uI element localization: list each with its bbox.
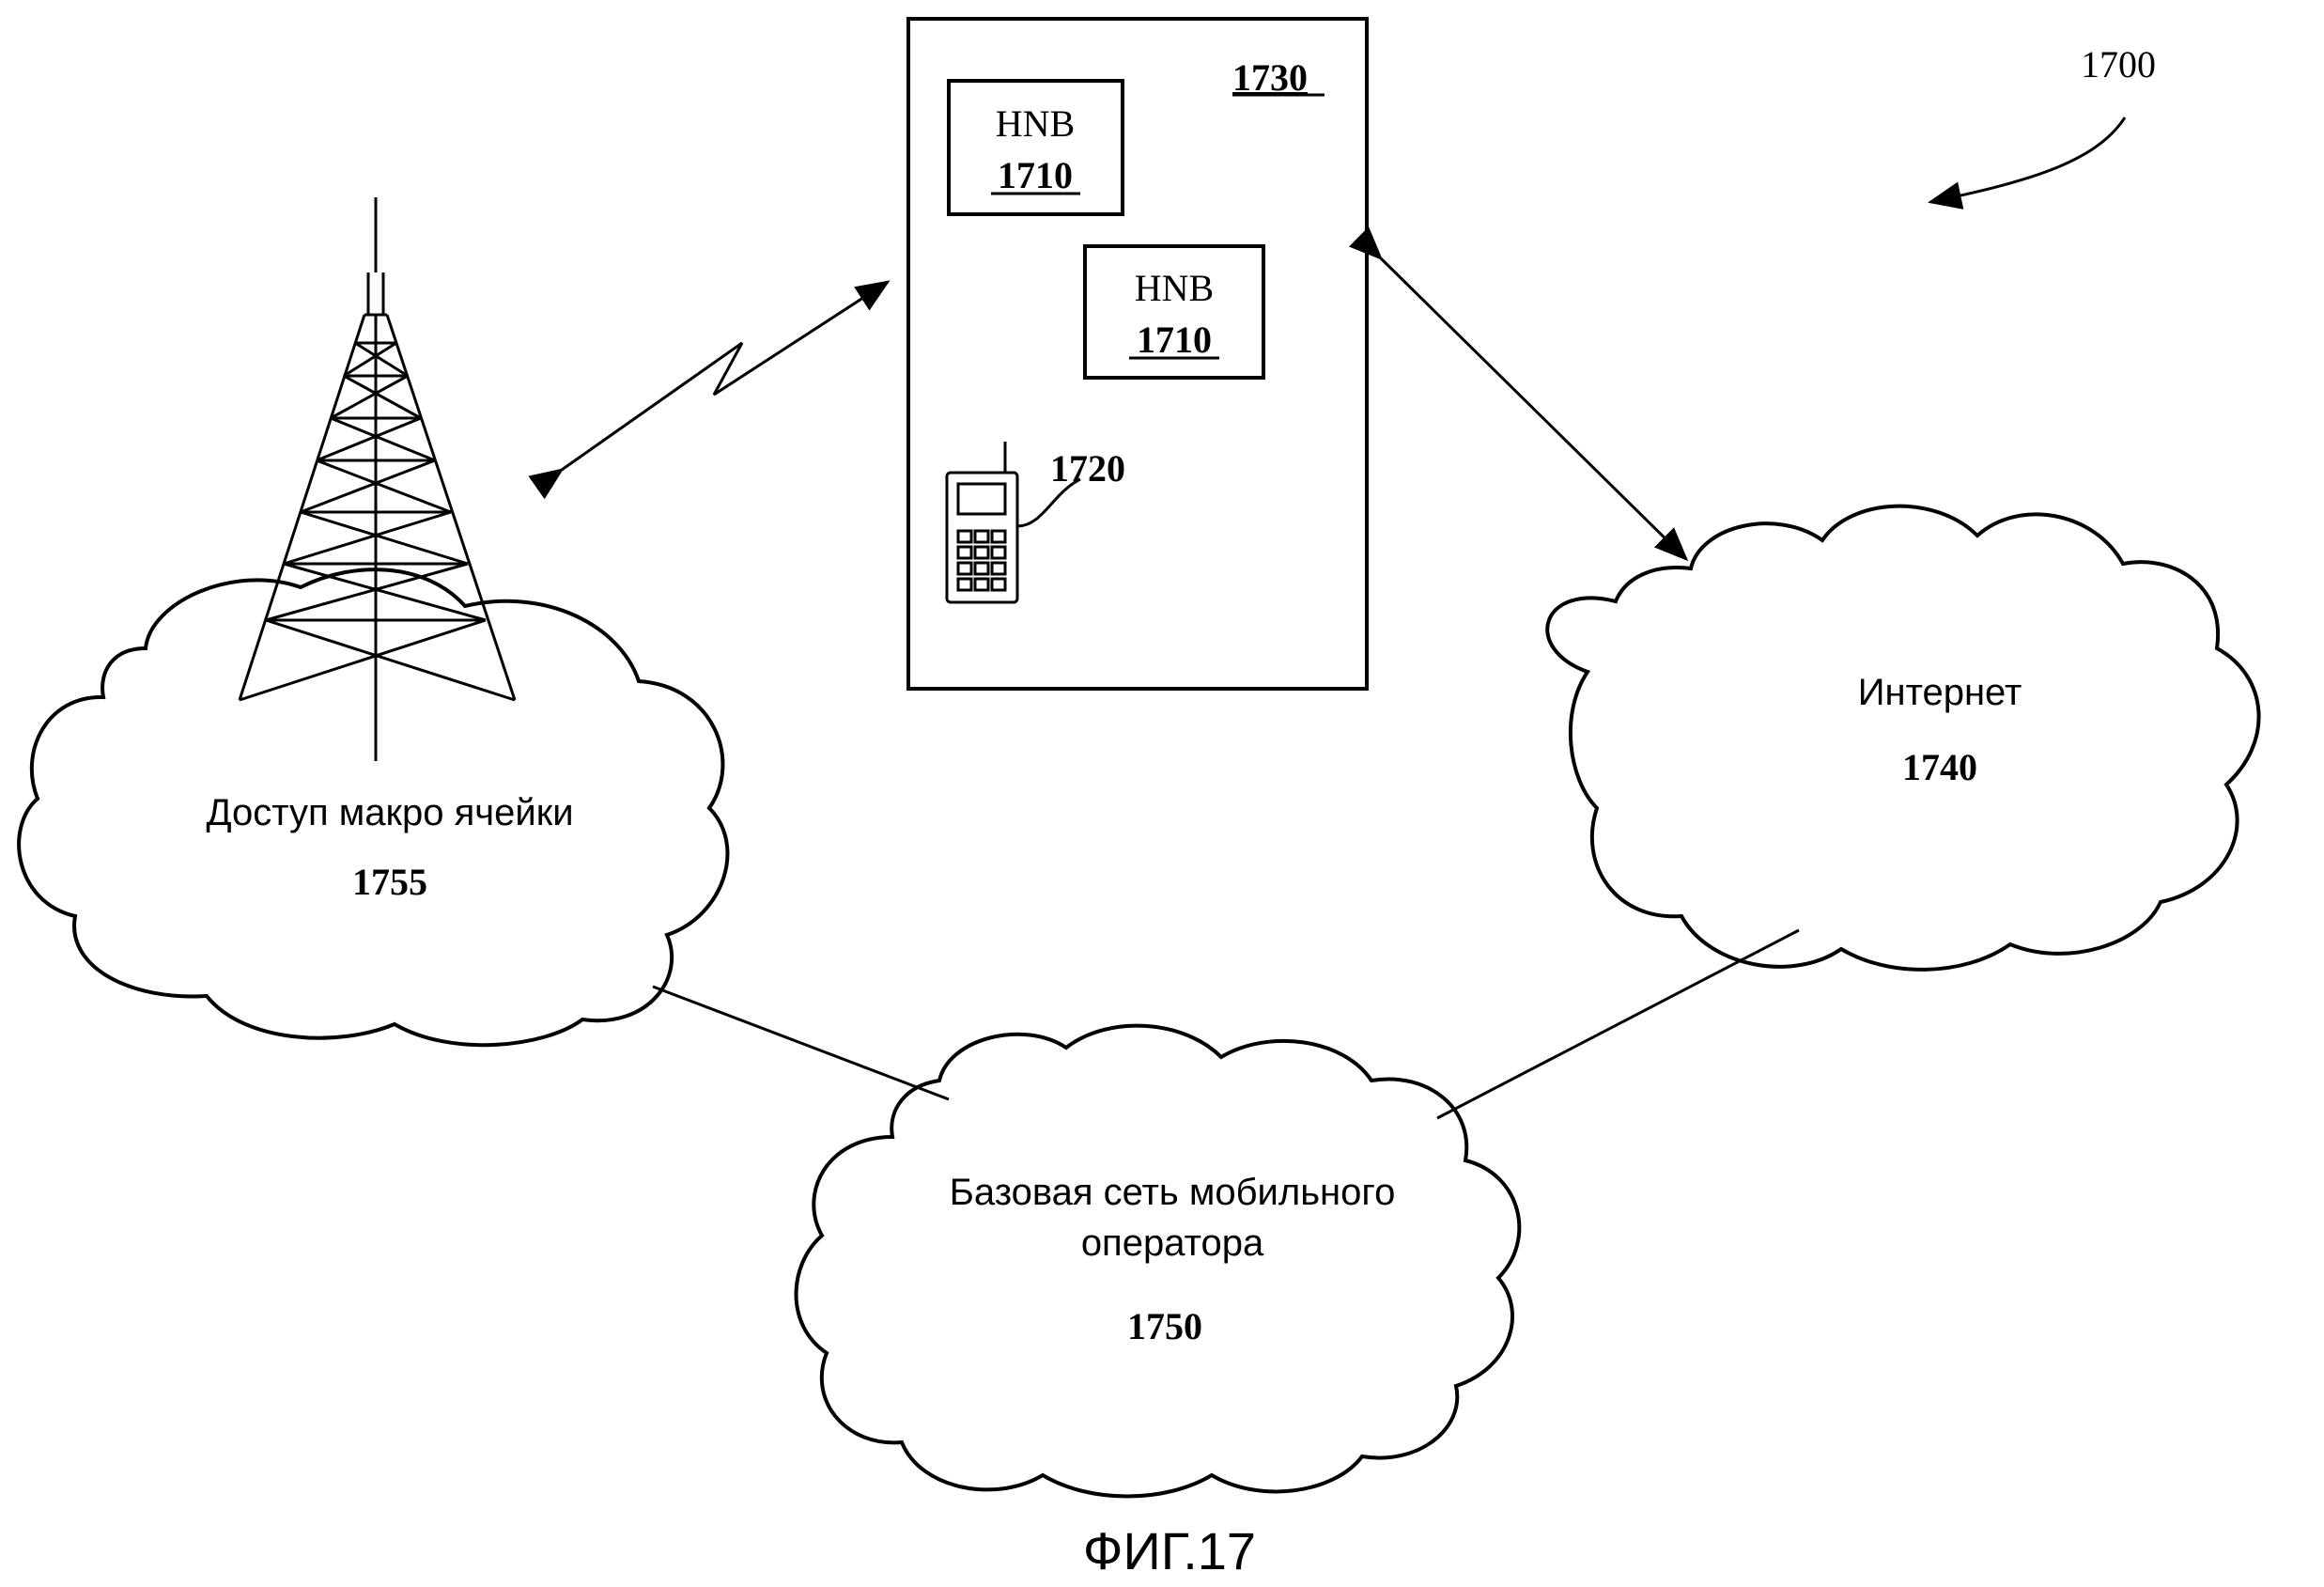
hnb-label: HNB: [1135, 267, 1214, 309]
premises-to-internet-link: [1348, 226, 1689, 562]
hnb-label: HNB: [996, 102, 1075, 145]
figure-caption: ФИГ.17: [1083, 1521, 1256, 1580]
macro-cell-cloud: Доступ макро ячейки 1755: [17, 568, 730, 1048]
core-network-ref: 1750: [1127, 1305, 1202, 1347]
figure-ref-arrow: [1928, 117, 2127, 210]
phone-ref: 1720: [1050, 447, 1125, 490]
figure-ref-label: 1700: [2081, 43, 2156, 86]
macro-cell-label: Доступ макро ячейки: [206, 792, 573, 833]
hnb-ref: 1710: [1137, 319, 1212, 361]
macro-cell-ref: 1755: [352, 861, 427, 903]
macro-to-core-link: [652, 985, 950, 1101]
internet-cloud: Интернет 1740: [1545, 504, 2261, 972]
internet-label: Интернет: [1858, 672, 2022, 713]
core-network-label-line1: Базовая сеть мобильного: [950, 1172, 1396, 1213]
hnb-box: HNB 1710: [947, 79, 1124, 216]
premises-ref: 1730: [1232, 56, 1308, 99]
radio-tower-icon: [238, 197, 517, 761]
wireless-link-arrow: [528, 280, 891, 500]
core-network-cloud: Базовая сеть мобильного оператора 1750: [794, 1023, 1522, 1499]
phone-ref-leader: [1016, 477, 1081, 528]
hnb-box: HNB 1710: [1083, 244, 1265, 380]
internet-to-core-link: [1436, 928, 1800, 1120]
mobile-phone-icon: [945, 442, 1019, 604]
core-network-label-line2: оператора: [1081, 1222, 1264, 1264]
internet-ref: 1740: [1902, 746, 1977, 788]
hnb-ref: 1710: [998, 154, 1073, 196]
